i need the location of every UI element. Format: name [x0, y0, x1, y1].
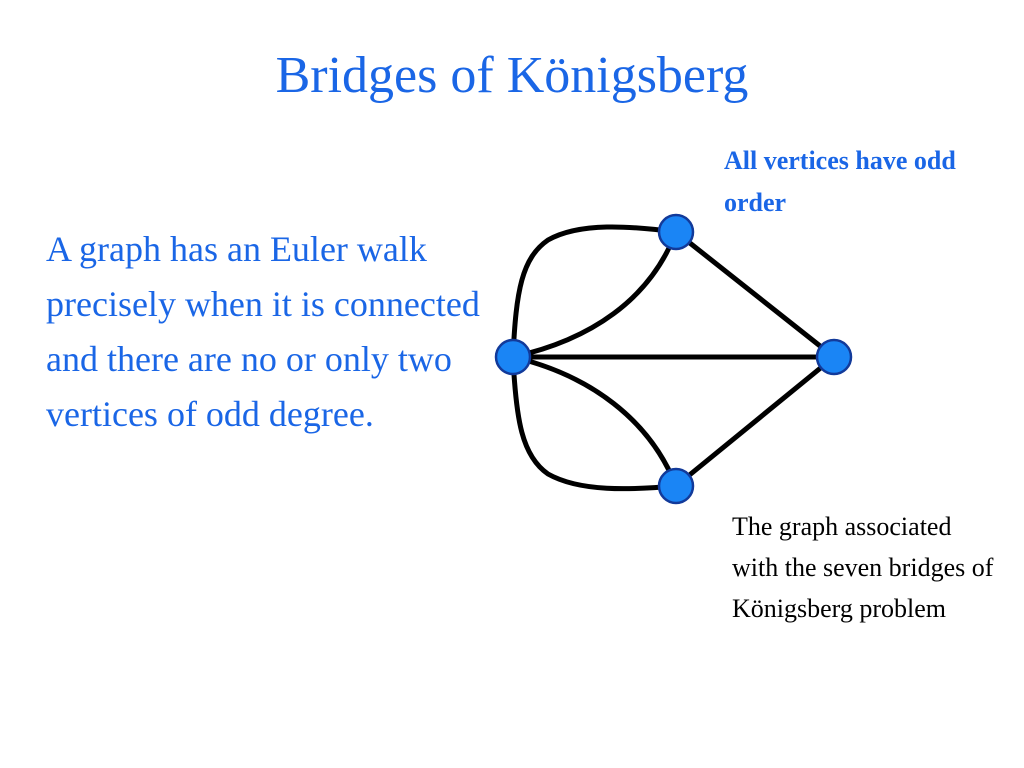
- edge-left-bottom-inner: [510, 354, 679, 489]
- slide-title: Bridges of Königsberg: [275, 47, 749, 104]
- vertex-top: [657, 213, 695, 251]
- euler-walk-statement: A graph has an Euler walk precisely when…: [46, 229, 480, 434]
- vertex-bottom: [657, 467, 695, 505]
- edge-left-top-outer: [510, 224, 679, 360]
- vertex-right: [815, 338, 853, 376]
- edge-left-top-inner: [510, 229, 679, 360]
- vertex-left: [494, 338, 532, 376]
- odd-order-note: All vertices have odd order: [724, 146, 956, 217]
- graph-caption: The graph associated with the seven brid…: [732, 512, 994, 623]
- edge-left-bottom-outer: [510, 354, 679, 492]
- edge-bottom-right: [673, 354, 837, 489]
- edge-top-right: [673, 229, 837, 360]
